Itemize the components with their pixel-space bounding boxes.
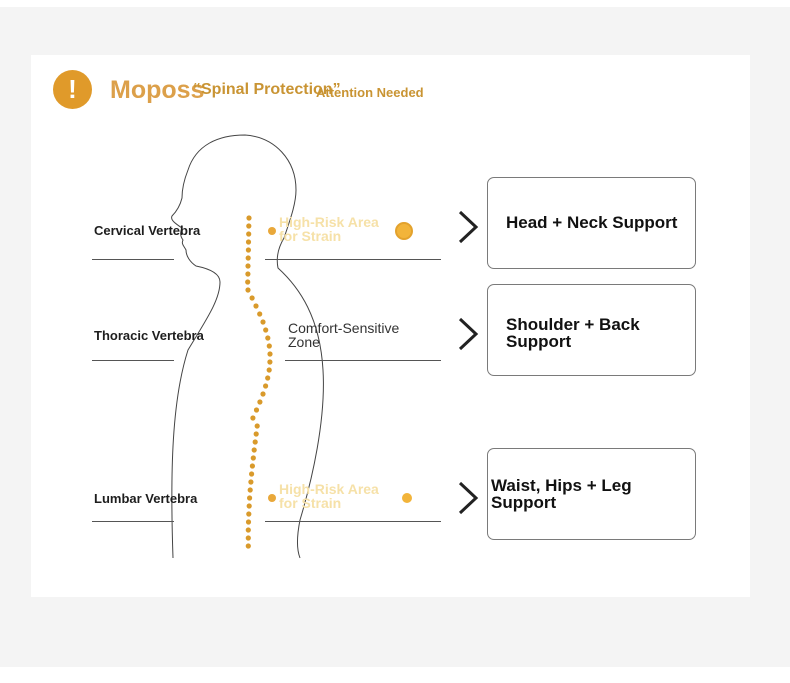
spine-dot <box>245 519 252 525</box>
tagline: “Spinal Protection” <box>193 81 341 98</box>
cervical-marker-right <box>395 222 413 240</box>
spine-dot <box>245 271 251 277</box>
spine-dot <box>253 303 259 309</box>
spine-dot <box>260 391 266 397</box>
spine-dot <box>249 463 255 469</box>
attention-label: Attention Needed <box>316 85 424 100</box>
silhouette-outline <box>171 134 324 559</box>
spine-dot <box>267 351 273 357</box>
spine-dot <box>260 319 266 325</box>
spine-dot <box>246 223 252 229</box>
zone-label-cervical: Cervical Vertebra <box>94 223 201 238</box>
spine-dot <box>265 375 271 381</box>
lumbar-marker-right <box>402 493 412 503</box>
divider <box>285 360 441 361</box>
spine-dot <box>246 231 252 237</box>
spine-dot <box>252 439 258 445</box>
support-box-waist <box>487 448 696 540</box>
spine-dot <box>266 367 272 373</box>
spine-dot <box>246 503 252 509</box>
zone-label-lumbar: Lumbar Vertebra <box>94 491 198 506</box>
chevron-right-icon <box>458 317 479 351</box>
spine-dot <box>265 335 271 341</box>
spine-dot <box>267 359 273 365</box>
divider <box>92 259 174 260</box>
chevron-right-icon <box>458 481 479 515</box>
spine-dot <box>253 431 259 437</box>
spine-dot <box>245 535 251 541</box>
brand-name: Moposs <box>110 76 205 104</box>
lumbar-marker-left <box>268 494 276 502</box>
spine-dot <box>245 527 251 533</box>
spine-dot <box>250 455 256 461</box>
spine-dot <box>254 423 260 429</box>
spine-dot <box>245 287 251 293</box>
support-text-shoulder: Shoulder + Back Support <box>506 315 640 351</box>
divider <box>265 259 441 260</box>
spine-dot <box>263 383 269 389</box>
chevron-right-icon <box>458 210 479 244</box>
cervical-marker-left <box>268 227 276 235</box>
support-text-head: Head + Neck Support <box>506 213 678 232</box>
spine-dot <box>245 255 251 261</box>
spine-dot <box>266 343 272 349</box>
spine-dot <box>245 239 252 245</box>
spine-dot <box>249 295 255 301</box>
spine-dot <box>247 487 253 493</box>
divider <box>265 521 441 522</box>
support-box-head <box>487 177 696 269</box>
spine-dot <box>245 263 251 269</box>
support-text-waist: Waist, Hips + Leg Support <box>491 476 632 512</box>
spine-dot <box>257 399 263 405</box>
spine-dot <box>253 407 260 413</box>
support-box-shoulder <box>487 284 696 376</box>
zone-label-thoracic: Thoracic Vertebra <box>94 328 204 343</box>
divider <box>92 360 174 361</box>
spine-dot <box>250 415 256 421</box>
spine-dot <box>246 511 252 517</box>
spine-dots <box>245 215 273 549</box>
spine-dot <box>249 471 255 477</box>
spine-dot <box>248 479 254 485</box>
zone-note-lumbar: High-Risk Area for Strain <box>279 481 379 511</box>
zone-note-cervical: High-Risk Area for Strain <box>279 214 379 244</box>
divider <box>92 521 174 522</box>
spine-dot <box>246 215 252 221</box>
spine-dot <box>251 447 257 453</box>
spine-dot <box>245 279 251 285</box>
spine-dot <box>257 311 263 317</box>
spine-dot <box>245 247 251 253</box>
exclamation-icon: ! <box>53 70 92 109</box>
spine-dot <box>247 495 253 501</box>
spine-dot <box>245 543 251 549</box>
spine-dot <box>263 327 269 333</box>
zone-note-thoracic: Comfort-Sensitive Zone <box>288 320 400 350</box>
